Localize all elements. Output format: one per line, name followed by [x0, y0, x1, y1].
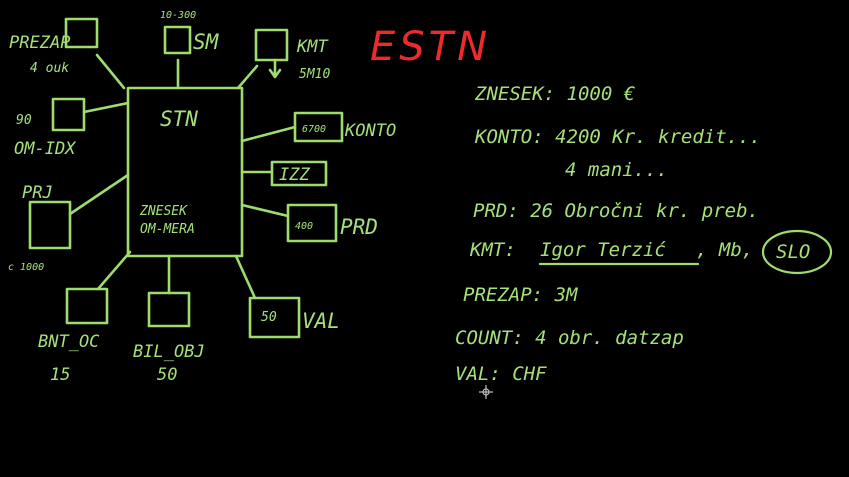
kmt-label: KMT	[296, 37, 329, 57]
link-prezap	[95, 53, 126, 90]
konto-label: KONTO	[344, 121, 396, 141]
prj-sub: c 1000	[8, 262, 44, 273]
om-entity-box	[51, 97, 86, 132]
val-inside: 50	[261, 310, 277, 325]
link-bnt	[96, 250, 132, 291]
prj-label: PRJ	[22, 183, 53, 203]
val-entity-box	[248, 296, 301, 339]
note-count: COUNT: 4 obr. datzap	[455, 327, 684, 349]
sm-label: SM	[193, 30, 220, 54]
konto-inside: 6700	[302, 124, 326, 135]
prd-inside: 400	[295, 221, 313, 232]
stn-attr-om-mera: OM-MERA	[140, 222, 195, 237]
bil-sub: 50	[157, 365, 177, 385]
izz-inside: IZZ	[279, 165, 310, 185]
note-konto-line2: 4 mani...	[565, 159, 668, 181]
bil-entity-box	[147, 291, 191, 328]
stn-attr-znesek: ZNESEK	[139, 204, 188, 219]
note-kmt-prefix: KMT:	[469, 239, 516, 261]
om-label: OM-IDX	[14, 139, 77, 159]
link-konto	[240, 125, 297, 143]
crosshair-cursor-icon	[479, 385, 493, 399]
bnt-label: BNT_OC	[38, 332, 100, 352]
om-top: 90	[16, 113, 32, 128]
prd-entity-box	[286, 203, 338, 243]
link-prd	[240, 203, 290, 218]
prezap-entity-box	[64, 17, 99, 49]
note-val: VAL: CHF	[455, 363, 547, 385]
kmt-arrow-head	[268, 68, 282, 79]
note-kmt-name: Igor Terzić	[540, 239, 666, 261]
prezap-sub: 4 ouk	[30, 61, 69, 76]
prezap-label: PREZAP	[9, 33, 70, 53]
bnt-sub: 15	[50, 365, 70, 385]
link-om	[82, 101, 130, 114]
sm-entity-box	[163, 25, 192, 55]
prd-label: PRD	[340, 215, 378, 239]
bnt-entity-box	[65, 287, 109, 325]
kmt-sub: 5M10	[299, 67, 330, 82]
note-prd: PRD: 26 Obročni kr. preb.	[473, 200, 759, 222]
note-prezap: PREZAP: 3M	[463, 284, 578, 306]
link-kmt	[236, 64, 259, 90]
stn-label: STN	[160, 107, 198, 131]
izz-entity-box	[270, 160, 328, 187]
prj-entity-box	[28, 200, 72, 250]
note-kmt-slo: SLO	[776, 241, 810, 263]
note-konto-line1: KONTO: 4200 Kr. kredit...	[474, 126, 761, 148]
note-kmt-mid: , Mb,	[696, 239, 753, 261]
link-val	[234, 254, 257, 300]
note-znesek: ZNESEK: 1000 €	[474, 83, 636, 105]
kmt-entity-box	[254, 28, 289, 62]
val-label: VAL	[302, 309, 340, 333]
slo-circle	[761, 229, 833, 275]
diagram-title: ESTN	[370, 24, 491, 70]
link-prj	[68, 173, 130, 216]
sm-range: 10-300	[160, 10, 196, 21]
bil-label: BIL_OBJ	[133, 342, 205, 362]
